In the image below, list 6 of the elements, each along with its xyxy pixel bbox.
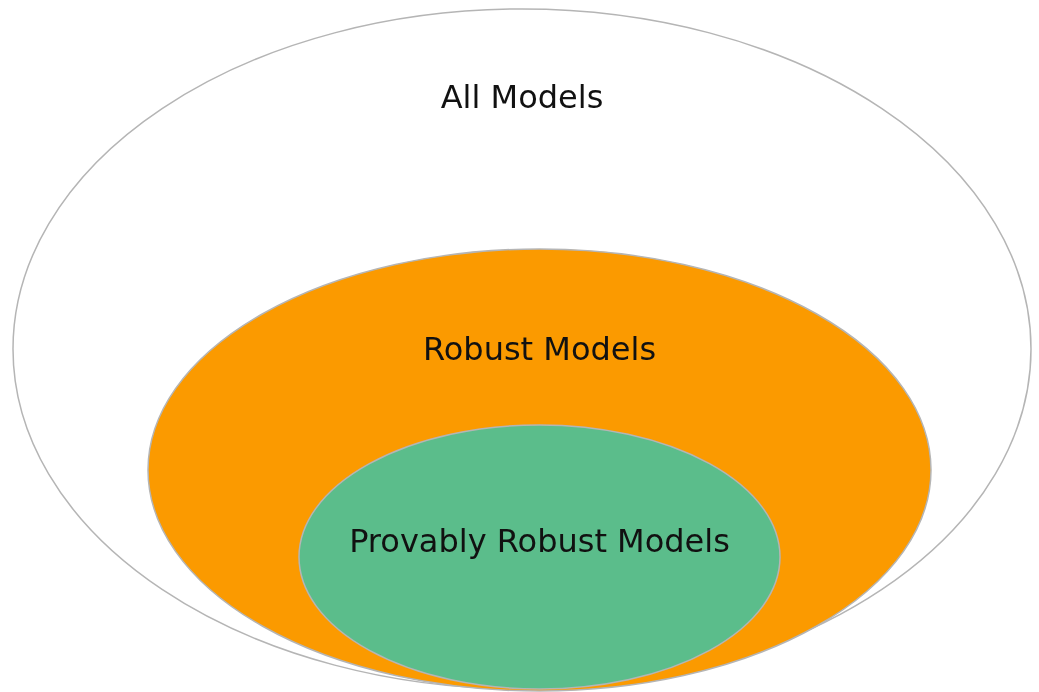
set-label: All Models	[439, 78, 605, 116]
set-label: Robust Models	[421, 330, 658, 368]
outer-ellipse	[12, 8, 1032, 690]
set-label: Provably Robust Models	[348, 522, 731, 560]
inner-ellipse	[298, 424, 781, 690]
middle-ellipse	[147, 248, 932, 692]
